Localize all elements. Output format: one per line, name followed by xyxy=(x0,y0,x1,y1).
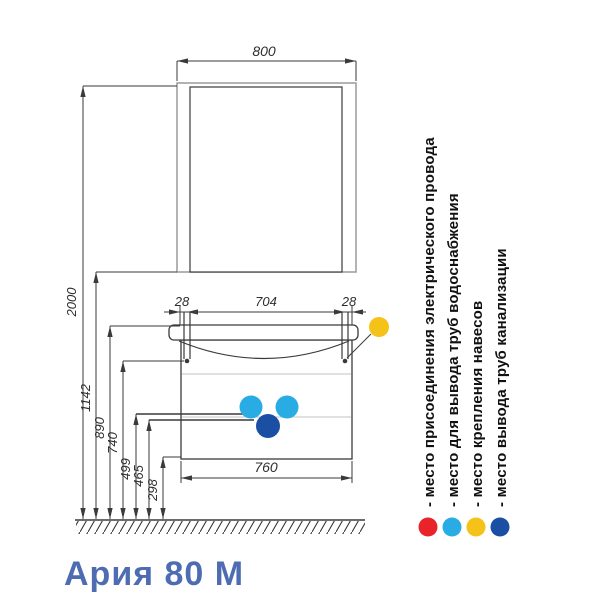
legend-cyan-dot xyxy=(442,517,462,537)
floor-hatching xyxy=(76,521,365,534)
hanger-brackets xyxy=(183,312,349,364)
hanger-callout-line xyxy=(346,333,372,359)
water-supply-dot-left xyxy=(239,395,263,419)
legend-label-sewage: - место вывода труб канализации xyxy=(493,248,510,507)
hanger-mount-dot xyxy=(369,317,389,337)
legend-yellow-dot xyxy=(466,517,486,537)
product-title: Ария 80 М xyxy=(64,555,244,593)
cabinet-body xyxy=(180,339,353,460)
countertop xyxy=(168,324,359,341)
floor-ground xyxy=(75,519,365,534)
height-label-499: 499 xyxy=(118,458,133,480)
mirror xyxy=(176,82,357,273)
mirror-glass xyxy=(189,86,343,273)
height-dimensions xyxy=(80,85,254,519)
dimension-cabinet-top xyxy=(164,306,366,325)
hanger-span-label: 704 xyxy=(255,294,277,309)
hanger-offset-right-label: 28 xyxy=(341,294,357,309)
sewage-outlet-dot xyxy=(256,414,280,438)
height-label-1142: 1142 xyxy=(78,383,93,412)
connection-points xyxy=(239,317,389,438)
height-label-298: 298 xyxy=(145,478,160,501)
legend-red-dot xyxy=(418,517,438,537)
legend-label-hangers: - место крепления навесов xyxy=(469,301,486,507)
cabinet-width-label: 760 xyxy=(254,459,278,475)
height-label-740: 740 xyxy=(105,431,120,453)
legend-label-electrical: - место присоединения электрического про… xyxy=(421,137,438,507)
water-supply-dot-right xyxy=(275,395,299,419)
height-label-2000: 2000 xyxy=(64,287,79,318)
mirror-width-label: 800 xyxy=(252,43,276,59)
hanger-offset-left-label: 28 xyxy=(174,294,190,309)
legend-blue-dot xyxy=(490,517,510,537)
height-label-890: 890 xyxy=(92,416,107,438)
vanity-cabinet xyxy=(168,324,359,460)
hanger-point-left xyxy=(184,358,190,364)
dimension-cabinet-width xyxy=(180,461,353,483)
legend-label-water-supply: - место для вывода труб водоснабжения xyxy=(445,193,462,507)
legend: - место присоединения электрического про… xyxy=(418,137,510,537)
height-dimension-labels: 2000 1142 890 740 499 465 298 xyxy=(64,287,160,502)
hanger-point-right xyxy=(342,358,348,364)
height-label-465: 465 xyxy=(131,464,146,486)
basin-front-curve xyxy=(178,340,350,360)
dimension-mirror-width xyxy=(176,58,357,81)
